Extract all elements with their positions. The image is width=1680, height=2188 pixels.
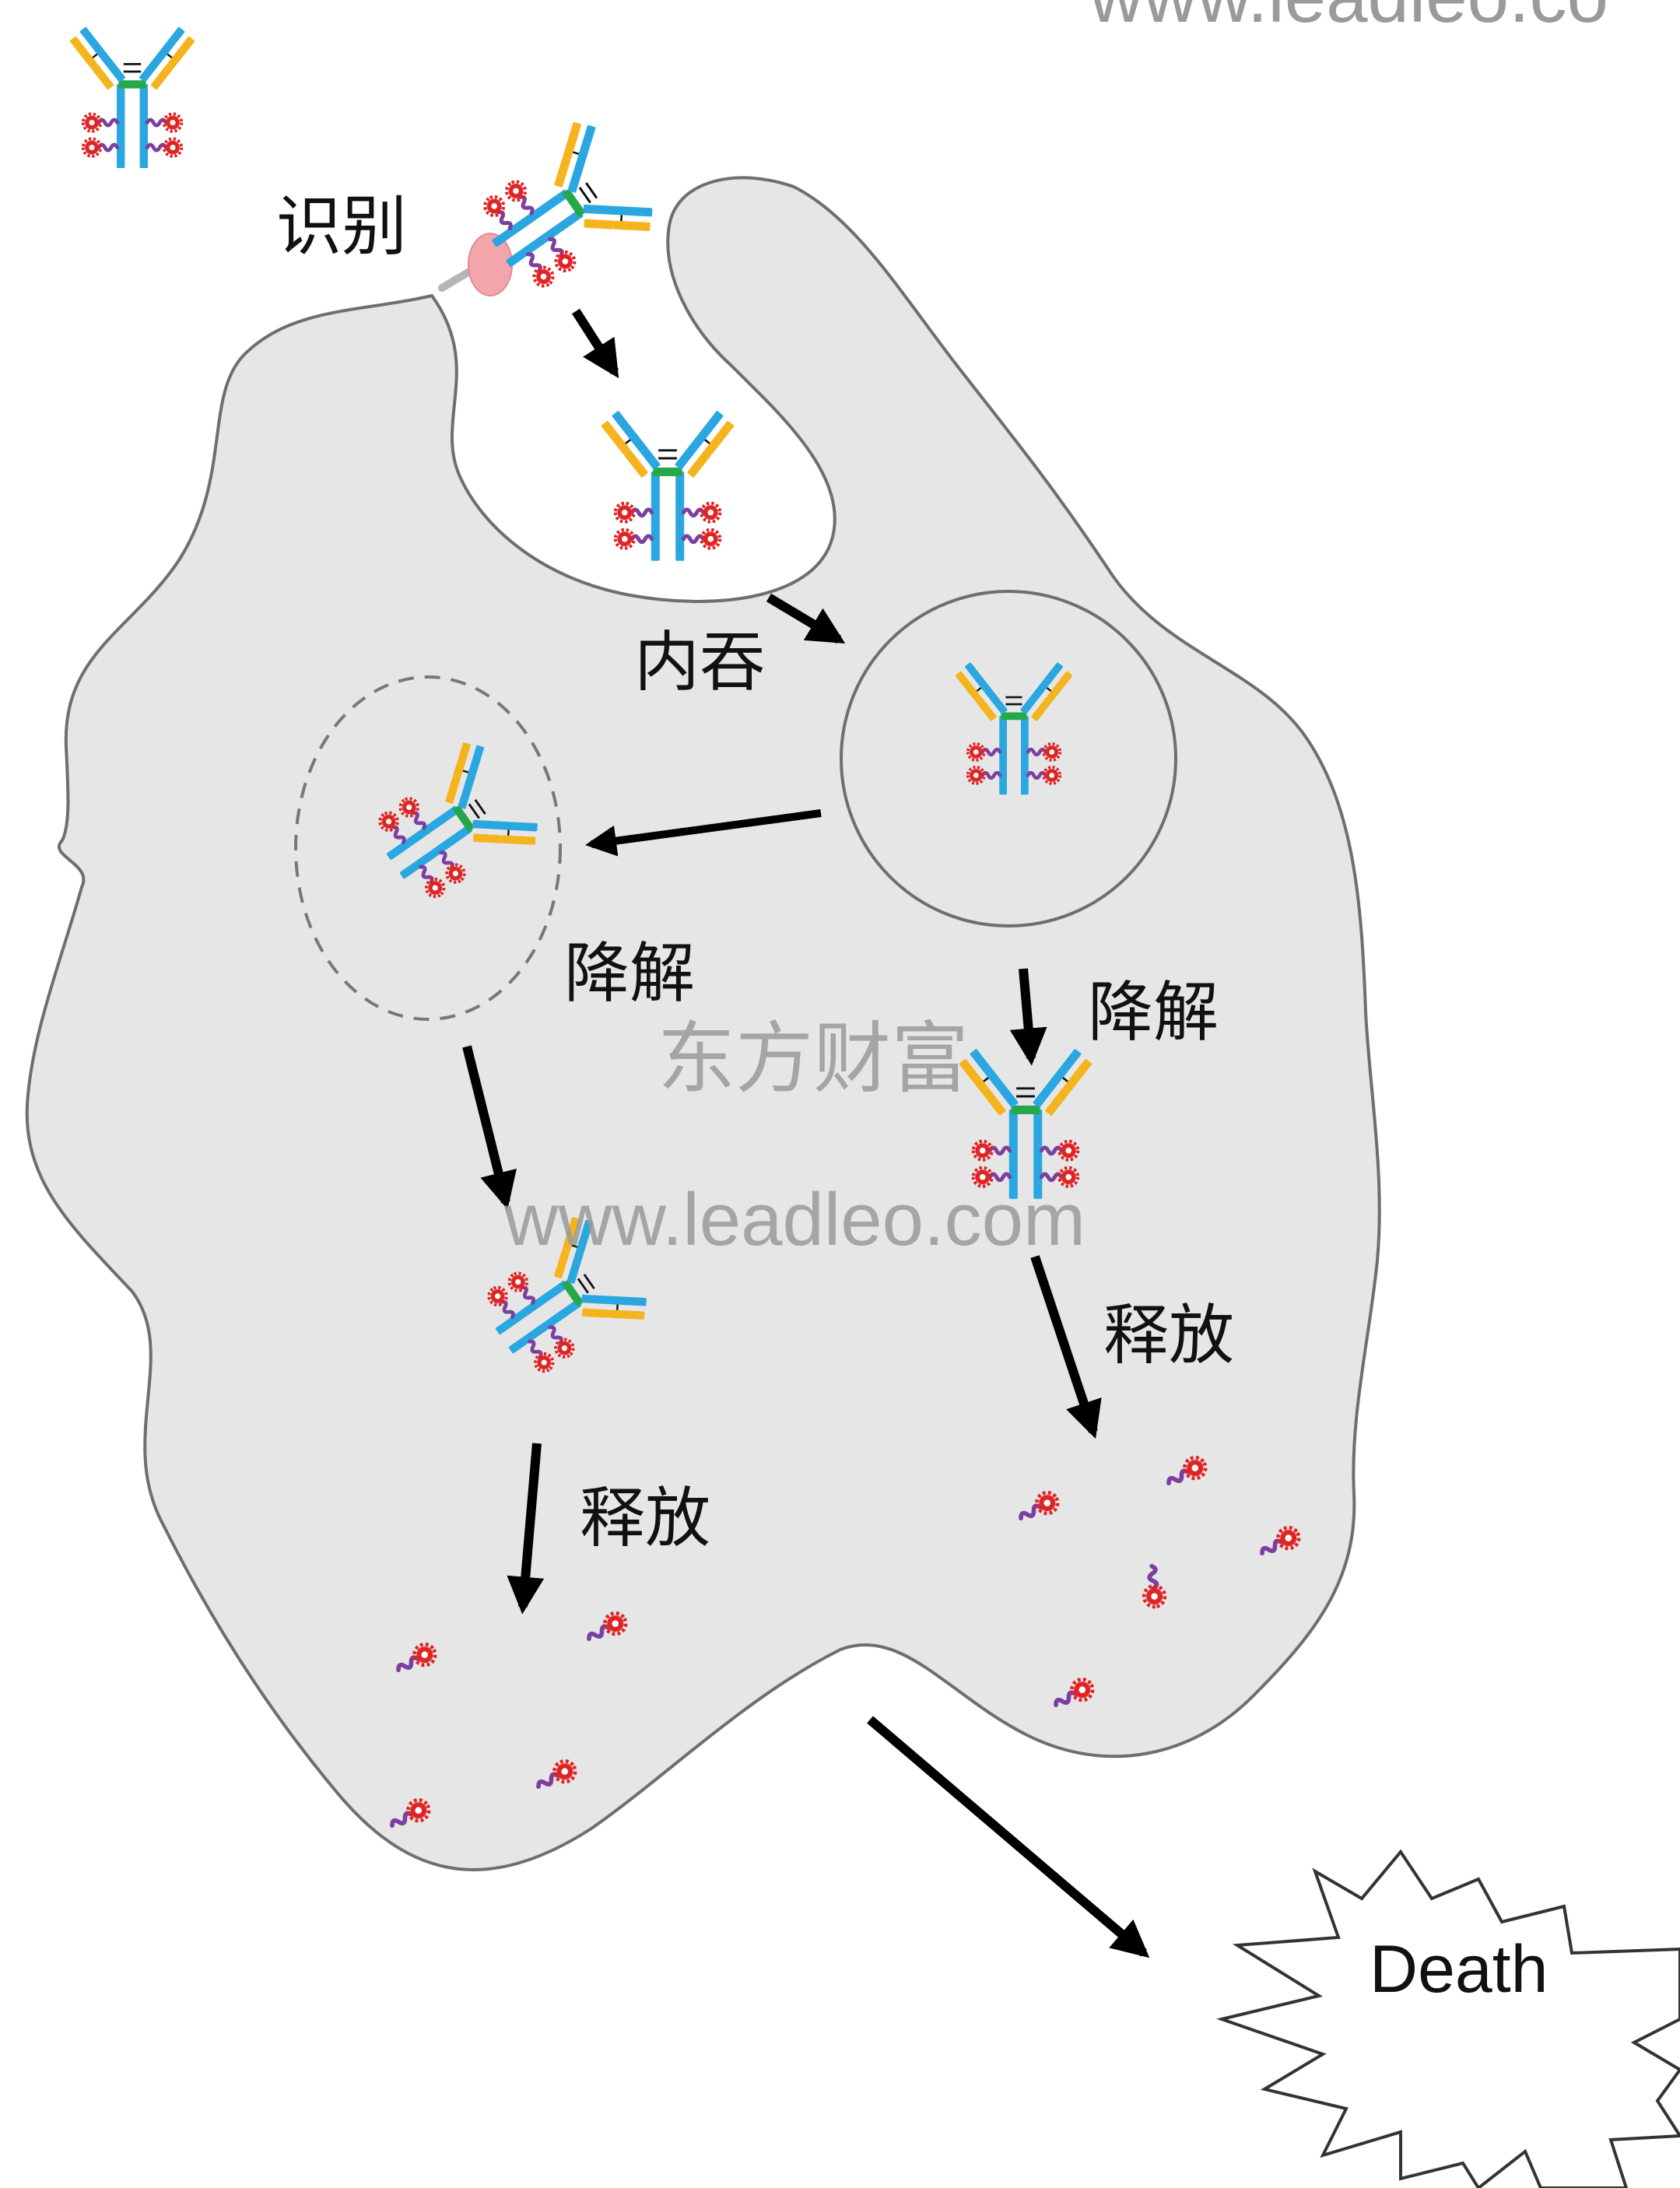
death-burst: [1215, 1849, 1680, 2188]
label-recognition: 识别: [276, 188, 407, 265]
label-release-right: 释放: [1103, 1297, 1234, 1373]
adc-free: [68, 26, 195, 168]
watermark-site-top: www.leadleo.co: [1089, 0, 1608, 38]
lysosome: [294, 675, 562, 1021]
label-degradation-right: 降解: [1088, 974, 1219, 1050]
adc-internalized: [600, 411, 735, 561]
watermark-brand: 东方财富: [658, 1013, 969, 1104]
arrow-to-endosome: [766, 593, 846, 644]
arrow-internalize: [571, 308, 619, 379]
label-endocytosis: 内吞: [634, 624, 765, 700]
label-death: Death: [1370, 1932, 1548, 2007]
label-release-left: 释放: [580, 1480, 710, 1556]
arrow-to-death: [867, 1716, 1150, 1958]
arrow-lysosome-down: [462, 1045, 517, 1210]
endosome: [840, 590, 1177, 927]
arrow-release-right: [1030, 1255, 1102, 1439]
arrow-to-lysosome: [585, 809, 822, 857]
watermark-site-center: www.leadleo.com: [503, 1178, 1086, 1261]
arrow-release-left: [507, 1443, 545, 1615]
label-degradation-left: 降解: [564, 935, 695, 1012]
receptor: [468, 233, 513, 296]
arrow-endosome-down: [1009, 968, 1047, 1066]
